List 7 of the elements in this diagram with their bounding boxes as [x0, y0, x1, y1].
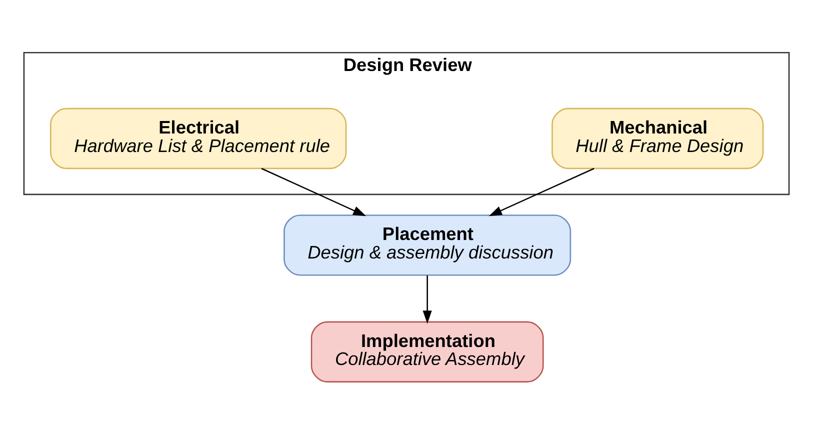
node-box: Mechanical Hull & Frame Design	[552, 107, 764, 169]
arrow	[488, 167, 594, 216]
arrow	[422, 274, 432, 324]
arrow	[261, 167, 366, 216]
node-box: Placement Design & assembly discussion	[284, 214, 572, 276]
node-box: Implementation Collaborative Assembly	[310, 320, 544, 382]
node-box: Electrical Hardware List & Placement rule	[50, 107, 347, 169]
